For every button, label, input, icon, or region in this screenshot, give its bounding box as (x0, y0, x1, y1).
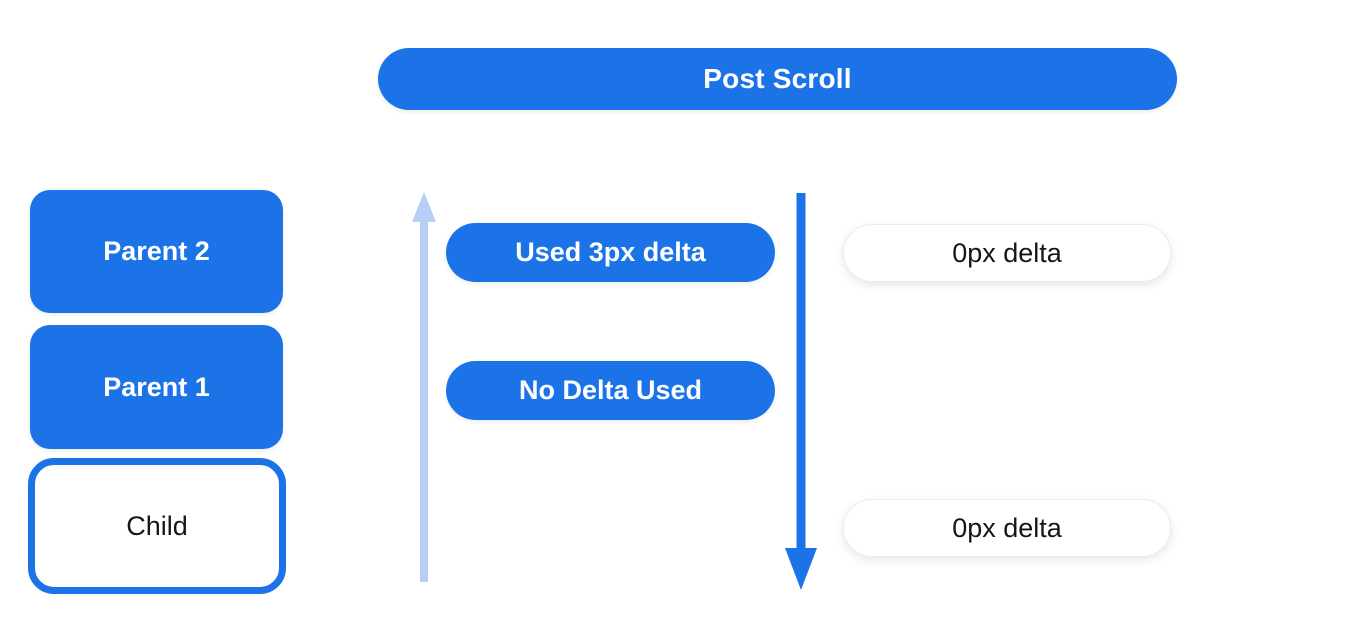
down-arrow-icon (785, 193, 817, 590)
up-arrow-icon (412, 192, 436, 582)
delta-bottom-pill: 0px delta (843, 499, 1171, 557)
parent2-label: Parent 2 (103, 236, 210, 266)
no-delta-label: No Delta Used (518, 375, 703, 405)
used-delta-pill: Used 3px delta (446, 223, 775, 282)
child-box: Child (28, 458, 286, 594)
parent2-box: Parent 2 (30, 190, 283, 313)
delta-top-label: 0px delta (952, 237, 1062, 268)
delta-top-pill: 0px delta (843, 224, 1171, 282)
post-scroll-banner: Post Scroll (378, 48, 1177, 110)
parent1-box: Parent 1 (30, 325, 283, 449)
child-label: Child (126, 510, 188, 541)
parent1-label: Parent 1 (103, 371, 210, 402)
post-scroll-label: Post Scroll (703, 63, 852, 94)
no-delta-pill: No Delta Used (446, 361, 775, 420)
used-delta-label: Used 3px delta (515, 237, 706, 267)
delta-bottom-label: 0px delta (952, 512, 1062, 543)
